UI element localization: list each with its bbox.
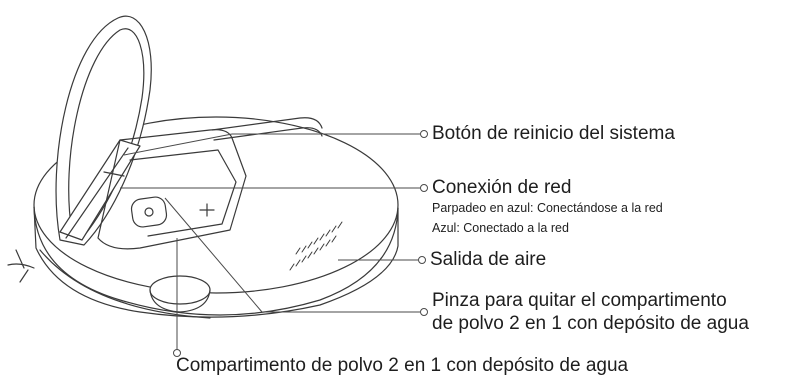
leader-clip [164,197,428,316]
label-network-connected: Azul: Conectado a la red [432,221,569,235]
label-clip-line1: Pinza para quitar el compartimento [432,290,727,311]
label-air-outlet: Salida de aire [430,249,547,270]
leader-network [120,184,428,192]
side-brush [7,249,35,283]
leader-reset [123,130,428,156]
lid-hinge [59,139,141,241]
leader-compartment [173,238,181,357]
air-outlet-grille [289,221,343,271]
label-clip-line2: de polvo 2 en 1 con depósito de agua [432,313,749,334]
side-wheel [149,275,211,313]
top-cover [97,129,247,250]
leader-air-outlet [338,256,426,264]
label-compartment: Compartimento de polvo 2 en 1 con depósi… [176,355,629,376]
label-reset-button: Botón de reinicio del sistema [432,123,675,144]
label-network: Conexión de red [432,177,572,198]
label-network-blinking: Parpadeo en azul: Conectándose a la red [432,201,663,215]
